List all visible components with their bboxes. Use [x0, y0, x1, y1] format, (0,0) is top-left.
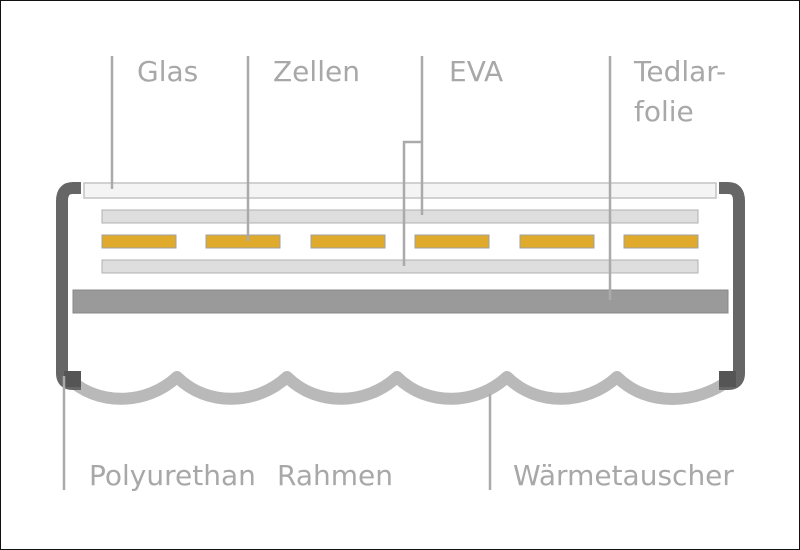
label-glass: Glas — [137, 55, 199, 88]
label-tedlar-line2: folie — [634, 95, 694, 128]
solar-cell — [205, 234, 281, 249]
tedlar-foil — [72, 289, 729, 314]
solar-cell — [101, 234, 177, 249]
frame-corner-right — [719, 371, 736, 387]
label-heat-exchanger: Wärmetauscher — [513, 459, 734, 492]
solar-cell — [414, 234, 490, 249]
eva-layer-bottom — [101, 259, 699, 274]
eva-layer-top — [101, 209, 699, 224]
frame-corner-left — [64, 371, 81, 387]
solar-cell — [519, 234, 595, 249]
solar-cell — [623, 234, 699, 249]
label-cells: Zellen — [273, 55, 360, 88]
leader-line-eva — [402, 56, 424, 266]
label-eva: EVA — [449, 55, 504, 88]
glass-pane — [83, 182, 717, 199]
heat-exchanger — [61, 371, 737, 405]
solar-cells — [101, 234, 699, 249]
label-polyurethane: Polyurethan — [89, 459, 256, 492]
label-tedlar-line1: Tedlar- — [634, 55, 727, 88]
solar-cell — [310, 234, 386, 249]
label-frame: Rahmen — [277, 459, 393, 492]
